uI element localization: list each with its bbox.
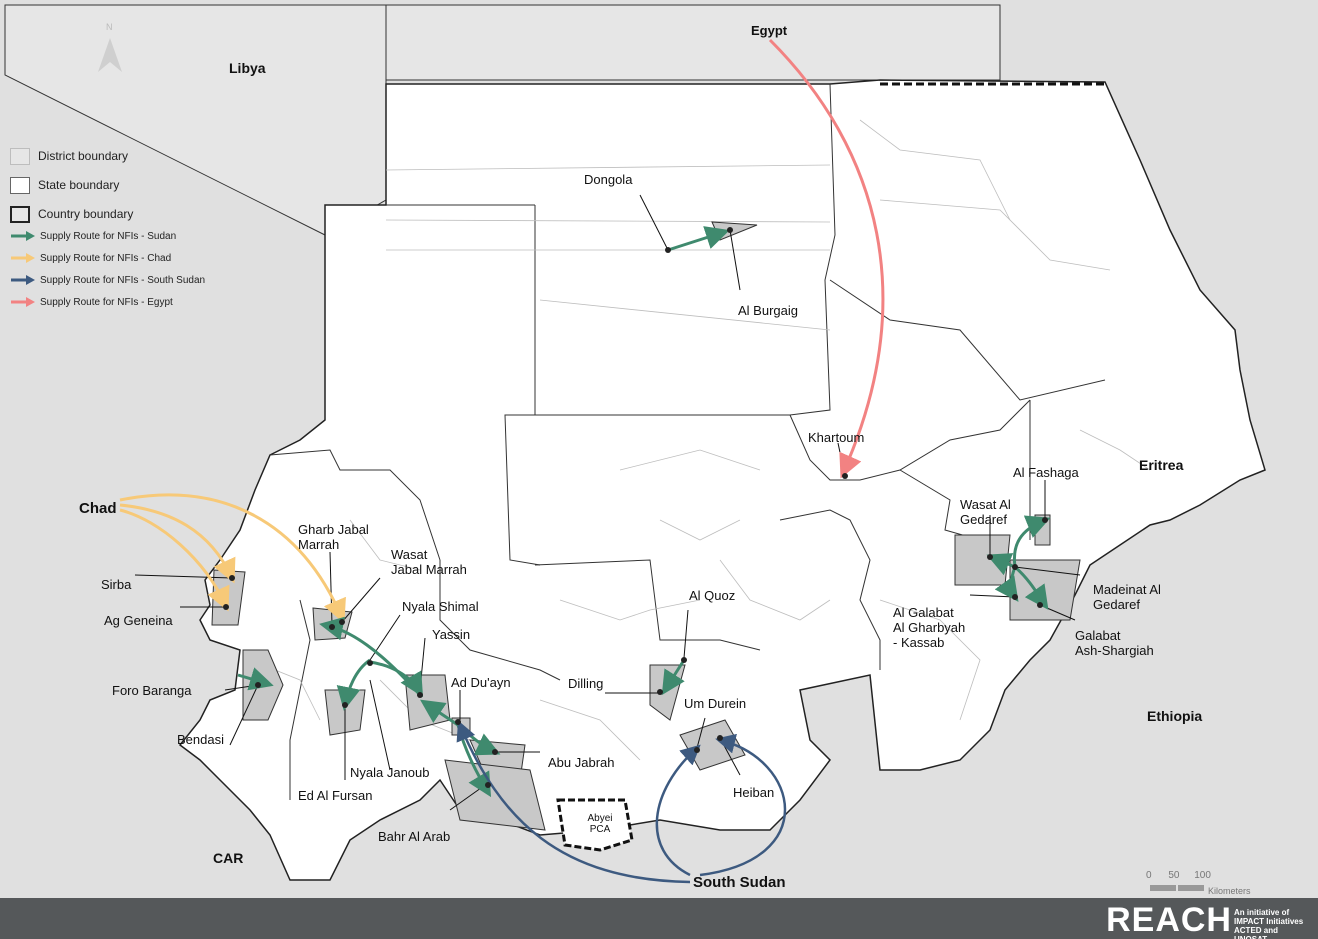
egypt-region (385, 4, 1001, 81)
label-egypt: Egypt (751, 23, 788, 38)
label-bahr-al-arab: Bahr Al Arab (378, 829, 451, 844)
label-eritrea: Eritrea (1139, 457, 1184, 473)
label-nyala-janoub: Nyala Janoub (350, 765, 430, 780)
label-galabat-ash-2: Ash-Shargiah (1075, 643, 1154, 658)
label-madeinat-al-gedaref: Madeinat Al Gedaref (1093, 582, 1161, 612)
reach-tagline: An initiative of IMPACT Initiatives ACTE… (1234, 908, 1312, 939)
district-swatch (10, 147, 30, 165)
legend-route-south-sudan-label: Supply Route for NFIs - South Sudan (40, 274, 206, 286)
reach-tagline-2: IMPACT Initiatives (1234, 917, 1304, 926)
label-al-quoz: Al Quoz (689, 588, 736, 603)
legend-state-label: State boundary (38, 178, 120, 192)
reach-tagline-3: ACTED and UNOSAT (1234, 926, 1278, 939)
label-wasat-jabal-marrah: Wasat Jabal Marrah (391, 547, 467, 577)
label-wasat-al-gedaref: Wasat Al Gedaref (960, 497, 1011, 527)
label-south-sudan: South Sudan (693, 874, 786, 891)
scale-tick-0: 0 (1146, 870, 1152, 881)
label-car: CAR (213, 850, 244, 866)
label-abyei-line1: Abyei (587, 813, 613, 824)
scale-unit: Kilometers (1208, 886, 1251, 896)
legend-district-label: District boundary (38, 149, 129, 163)
label-wasat-jm-1: Wasat (391, 547, 428, 562)
footer-bar: REACH An initiative of IMPACT Initiative… (0, 898, 1318, 939)
label-al-burgaig: Al Burgaig (738, 303, 798, 318)
label-foro-baranga: Foro Baranga (112, 683, 192, 698)
label-al-galabat-3: - Kassab (893, 635, 945, 650)
label-al-galabat-al-gharbyah: Al Galabat Al Gharbyah - Kassab (893, 605, 965, 650)
label-abu-jabrah: Abu Jabrah (548, 755, 615, 770)
label-gharb-1: Gharb Jabal (298, 522, 369, 537)
legend-country-label: Country boundary (38, 207, 134, 221)
label-al-fashaga: Al Fashaga (1013, 465, 1079, 480)
routes-chad (119, 493, 346, 624)
label-libya: Libya (229, 60, 266, 76)
label-nyala-shimal: Nyala Shimal (402, 599, 479, 614)
label-bendasi: Bendasi (177, 732, 224, 747)
legend-route-sudan: Supply Route for NFIs - Sudan (10, 225, 250, 247)
label-al-galabat-2: Al Gharbyah (893, 620, 966, 635)
legend-route-sudan-label: Supply Route for NFIs - Sudan (40, 230, 177, 242)
label-abyei: Abyei PCA (580, 813, 620, 835)
label-madeinat-2: Gedaref (1093, 597, 1140, 612)
scale-bar (1150, 885, 1204, 891)
arrow-egypt-icon (11, 297, 35, 307)
arrow-chad-icon (11, 253, 35, 263)
label-khartoum: Khartoum (808, 430, 865, 445)
legend-route-chad: Supply Route for NFIs - Chad (10, 247, 250, 269)
label-abyei-line2: PCA (589, 824, 611, 835)
legend-country: Country boundary (10, 203, 250, 225)
scale-tick-50: 50 (1168, 870, 1180, 881)
label-sirba: Sirba (101, 577, 132, 592)
legend-state: State boundary (10, 174, 250, 196)
legend-district: District boundary (10, 145, 250, 167)
legend-route-south-sudan: Supply Route for NFIs - South Sudan (10, 269, 250, 291)
label-ad-duayn: Ad Du'ayn (451, 675, 511, 690)
legend-route-egypt-label: Supply Route for NFIs - Egypt (40, 296, 173, 308)
label-dilling: Dilling (568, 676, 604, 691)
sudan-territory (178, 79, 1266, 881)
reach-tagline-1: An initiative of (1234, 908, 1290, 917)
label-ag-geneina: Ag Geneina (104, 613, 173, 628)
routes-sudan (237, 226, 1051, 798)
routes-south-sudan (456, 720, 787, 884)
arrow-south-sudan-icon (11, 275, 35, 285)
label-al-galabat-1: Al Galabat (893, 605, 954, 620)
north-arrow-icon: N (98, 22, 122, 72)
legend-route-egypt: Supply Route for NFIs - Egypt (10, 291, 250, 313)
label-chad: Chad (79, 500, 117, 517)
label-yassin: Yassin (432, 627, 471, 642)
label-gharb-jabal-marrah: Gharb Jabal Marrah (298, 522, 369, 552)
country-swatch (10, 205, 30, 223)
label-wasat-al-gedaref-2: Gedaref (960, 512, 1007, 527)
arrow-sudan-icon (11, 231, 35, 241)
map-canvas: N (0, 0, 1318, 898)
label-heiban: Heiban (733, 785, 775, 800)
abyei-pca-boundary (556, 798, 634, 852)
label-galabat-ash-shargiah: Galabat Ash-Shargiah (1075, 628, 1154, 658)
scale-tick-100: 100 (1194, 870, 1211, 881)
reach-logo: REACH (1106, 901, 1232, 939)
map-legend: District boundary State boundary Country… (10, 145, 250, 313)
label-dongola: Dongola (584, 172, 633, 187)
north-arrow-label: N (106, 22, 113, 32)
place-points (223, 227, 1048, 788)
label-galabat-ash-1: Galabat (1075, 628, 1121, 643)
label-um-durein: Um Durein (684, 696, 747, 711)
legend-route-chad-label: Supply Route for NFIs - Chad (40, 252, 172, 264)
label-gharb-2: Marrah (298, 537, 340, 552)
label-ed-al-fursan: Ed Al Fursan (298, 788, 373, 803)
label-ethiopia: Ethiopia (1147, 708, 1203, 724)
label-wasat-jm-2: Jabal Marrah (391, 562, 467, 577)
route-egypt (768, 38, 885, 479)
scale-labels: 0 50 100 (1146, 870, 1211, 881)
state-swatch (10, 176, 30, 194)
district-boundaries (249, 119, 1151, 761)
label-madeinat-1: Madeinat Al (1093, 582, 1161, 597)
label-wasat-al-gedaref-1: Wasat Al (960, 497, 1011, 512)
